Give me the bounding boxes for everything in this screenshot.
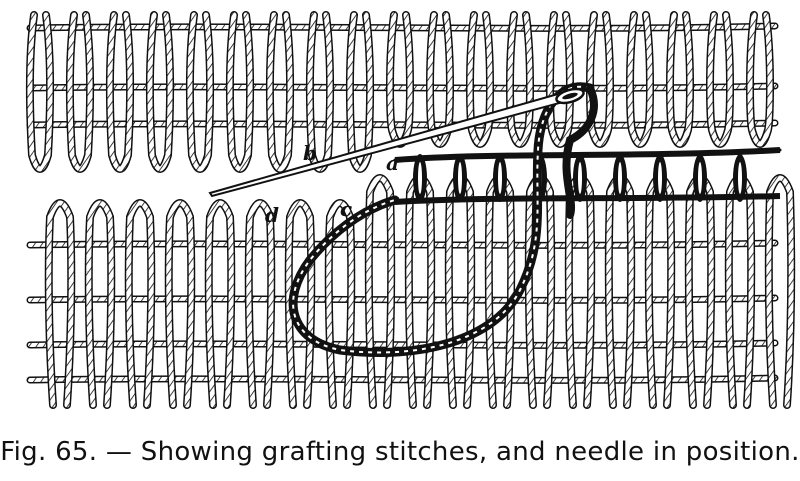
label-a: a xyxy=(386,151,399,175)
lower-fabric xyxy=(26,174,796,409)
needle xyxy=(208,87,585,198)
grafting-yarn xyxy=(288,82,598,357)
label-d: d xyxy=(265,203,279,227)
label-c: c xyxy=(340,197,352,221)
label-b: b xyxy=(303,141,317,165)
figure-caption: Fig. 65. — Showing grafting stitches, an… xyxy=(0,437,800,467)
grafting-illustration: a b c d xyxy=(26,11,796,409)
